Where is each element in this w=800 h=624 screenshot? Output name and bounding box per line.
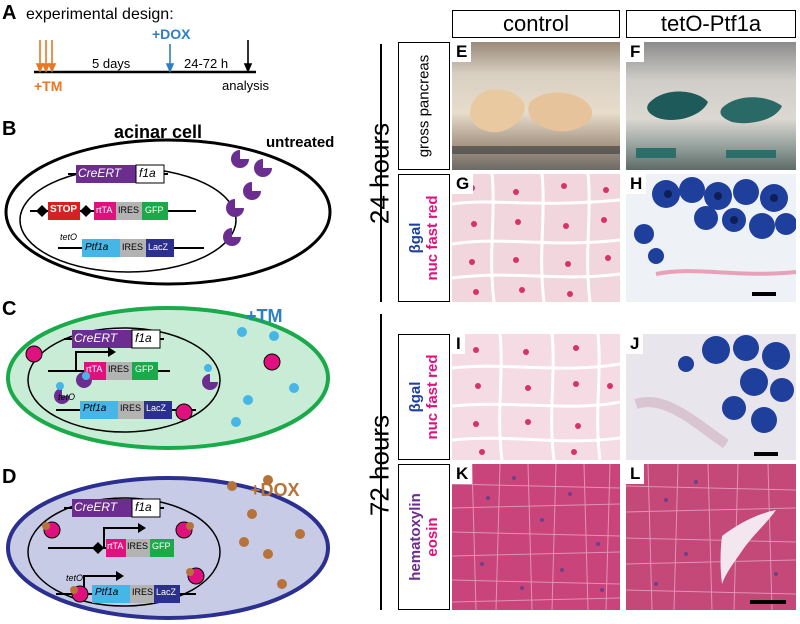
column-header-tetO-ptf1a: tetO-Ptf1a: [626, 10, 796, 38]
stain-gross-text: gross pancreas: [415, 54, 433, 158]
acinar-cell-title: acinar cell: [114, 122, 203, 142]
gene-gfp-b: GFP: [145, 205, 164, 215]
cell-diagram-dox: [6, 475, 330, 620]
gene-rtta-d: rtTA: [107, 541, 124, 551]
timeline-analysis: analysis: [222, 78, 269, 93]
gene-ptf1a-c: Ptf1a: [83, 403, 107, 414]
stain-nfr-24h: nuc fast red: [424, 195, 441, 281]
gene-teto-c: tetO: [58, 392, 76, 402]
gene-lacz-d: LacZ: [156, 587, 177, 597]
gene-rtta-c: rtTA: [86, 364, 103, 374]
timeline-interval-2: 24-72 h: [184, 56, 229, 71]
panel-label-k: K: [452, 464, 473, 484]
gross-control-tissue: [452, 89, 620, 154]
untreated-label: untreated: [266, 134, 335, 151]
stain-bgal-72h: βgal: [407, 381, 424, 413]
gross-treated-tissue: [636, 91, 782, 158]
xgal-control-72h-cells: [452, 334, 620, 460]
gene-ires2-d: IRES: [132, 587, 154, 597]
he-treated-tissue: [626, 464, 796, 610]
gene-lacz-b: LacZ: [148, 242, 169, 252]
gene-ires2-c: IRES: [120, 403, 142, 413]
panel-label-j: J: [626, 334, 644, 354]
cell-diagram-untreated: [4, 138, 332, 286]
gene-gfp-c: GFP: [135, 364, 154, 374]
bracket-24h: [380, 44, 382, 302]
gene-ptf1a-d: Ptf1a: [95, 587, 119, 598]
he-control-tissue: [452, 464, 620, 610]
stain-label-gross: gross pancreas: [398, 42, 450, 170]
stain-hema: hematoxylin: [407, 493, 424, 581]
timeline-interval-1: 5 days: [92, 56, 131, 71]
timeline-title: experimental design:: [26, 6, 174, 23]
panel-label-a: A: [2, 2, 17, 24]
stain-eosin: eosin: [424, 517, 441, 557]
gene-ires-b: IRES: [118, 205, 140, 215]
tm-label: +TM: [246, 306, 283, 326]
gene-gfp-d: GFP: [152, 541, 171, 551]
micrograph-h: H: [626, 174, 796, 302]
panel-label-l: L: [626, 464, 645, 484]
gene-f1a-b: f1a: [139, 166, 156, 180]
gene-f1a-d: f1a: [135, 500, 152, 514]
micrograph-f: F: [626, 42, 796, 170]
gene-f1a-c: f1a: [135, 331, 152, 345]
gene-ptf1a-b: Ptf1a: [85, 242, 109, 253]
column-header-control: control: [452, 10, 620, 38]
timeline-graphic: [34, 40, 256, 74]
micrograph-i: I: [452, 334, 620, 460]
panel-label-c: C: [2, 298, 17, 320]
panel-label-i: I: [452, 334, 465, 354]
micrograph-g: G: [452, 174, 620, 302]
stain-bgal-24h: βgal: [407, 222, 424, 254]
timepoint-72h: 72 hours: [364, 414, 395, 517]
dox-label: +DOX: [250, 480, 300, 500]
cell-diagram-tm: [6, 306, 330, 450]
panel-label-b: B: [2, 118, 17, 140]
timeline-tm: +TM: [34, 78, 63, 94]
gene-stop-b: STOP: [50, 204, 78, 215]
micrograph-k: K: [452, 464, 620, 610]
gene-creert-d: CreERT: [74, 500, 118, 514]
micrograph-l: L: [626, 464, 796, 610]
bracket-72h: [380, 314, 382, 610]
xgal-control-24h-cells: [452, 174, 620, 302]
xgal-treated-72h-cells: [634, 335, 794, 456]
panel-label-f: F: [626, 42, 645, 62]
xgal-treated-24h-cells: [634, 177, 796, 296]
timepoint-24h: 24 hours: [364, 122, 395, 225]
panel-label-e: E: [452, 42, 472, 62]
gene-teto-d: tetO: [66, 573, 84, 583]
gene-ires-c: IRES: [108, 364, 130, 374]
stain-nfr-72h: nuc fast red: [424, 354, 441, 440]
gene-creert-c: CreERT: [74, 331, 118, 345]
gene-rtta-b: rtTA: [96, 205, 113, 215]
timeline-dox: +DOX: [152, 26, 191, 42]
gene-creert-b: CreERT: [78, 166, 122, 180]
panel-label-g: G: [452, 174, 474, 194]
micrograph-e: E: [452, 42, 620, 170]
panel-label-h: H: [626, 174, 647, 194]
gene-lacz-c: LacZ: [146, 403, 167, 413]
panel-label-d: D: [2, 466, 17, 488]
micrograph-j: J: [626, 334, 796, 460]
gene-teto-b: tetO: [60, 232, 78, 242]
gene-ires2-b: IRES: [122, 242, 144, 252]
gene-ires-d: IRES: [127, 541, 149, 551]
